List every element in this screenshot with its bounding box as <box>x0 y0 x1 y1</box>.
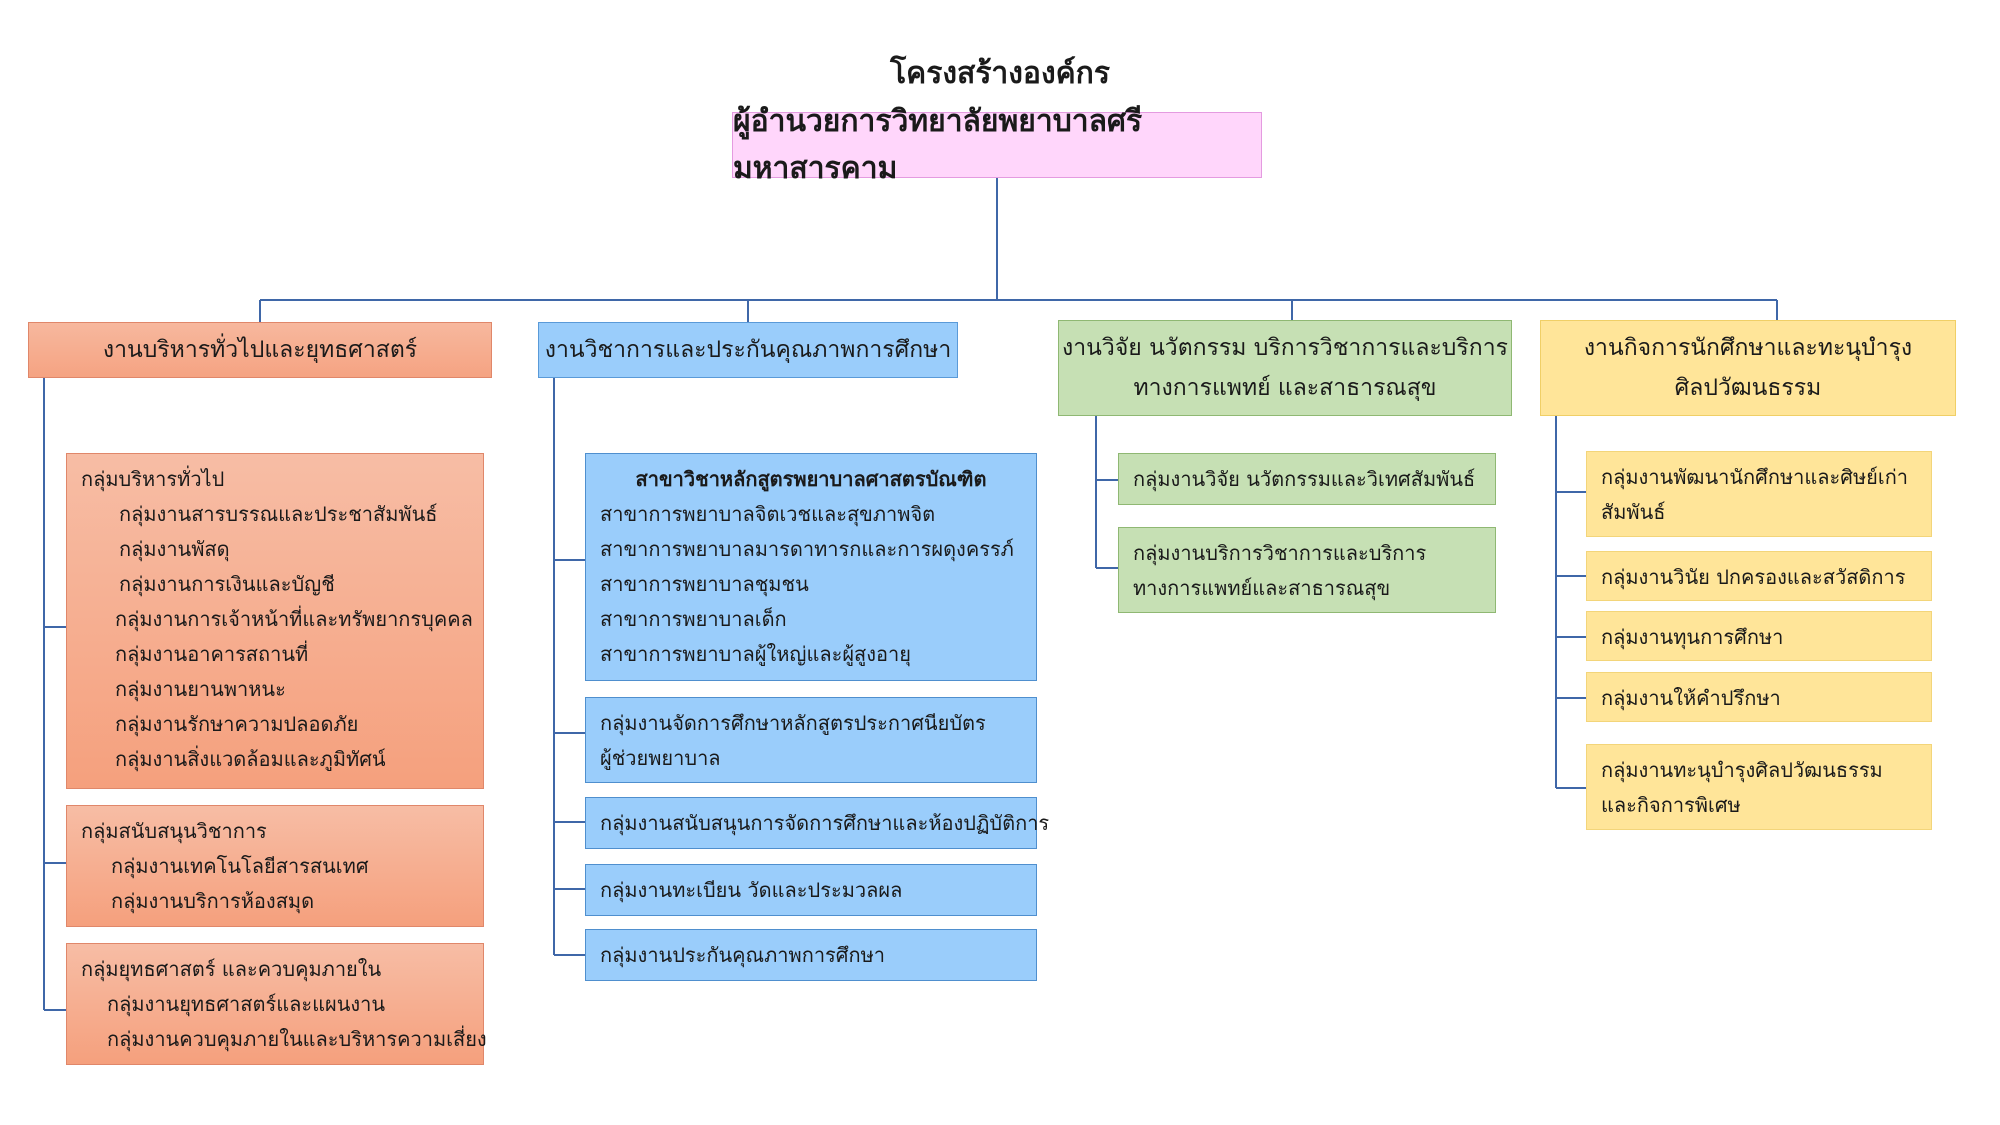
group-item: ผู้ช่วยพยาบาล <box>600 746 721 770</box>
group-item: กลุ่มงานบริการห้องสมุด <box>111 889 315 913</box>
group-item: กลุ่มงานพัสดุ <box>119 537 230 561</box>
group-item: กลุ่มงานยุทธศาสตร์และแผนงาน <box>107 992 386 1016</box>
group-item: สัมพันธ์ <box>1601 500 1666 524</box>
group-item: กลุ่มงานวิจัย นวัตกรรมและวิเทศสัมพันธ์ <box>1133 467 1476 491</box>
group-general-admin: กลุ่มบริหารทั่วไป กลุ่มงานสารบรรณและประช… <box>66 453 484 789</box>
group-item: กลุ่มงานสนับสนุนการจัดการศึกษาและห้องปฏิ… <box>600 811 1050 835</box>
group-item: กลุ่มงานสารบรรณและประชาสัมพันธ์ <box>119 502 438 526</box>
group-quality-assurance: กลุ่มงานประกันคุณภาพการศึกษา <box>585 929 1037 981</box>
group-item: กลุ่มงานควบคุมภายในและบริหารความเสี่ยง <box>107 1027 487 1051</box>
group-item: กลุ่มงานเทคโนโลยีสารสนเทศ <box>111 854 369 878</box>
group-item: สาขาการพยาบาลมารดาทารกและการผดุงครรภ์ <box>600 537 1014 561</box>
group-strategy: กลุ่มยุทธศาสตร์ และควบคุมภายใน กลุ่มงานย… <box>66 943 487 1065</box>
group-scholarship: กลุ่มงานทุนการศึกษา <box>1586 611 1932 661</box>
group-academic-service: กลุ่มงานบริการวิชาการและบริการ ทางการแพท… <box>1118 527 1496 613</box>
group-item: สาขาการพยาบาลเด็ก <box>600 607 787 631</box>
group-item: กลุ่มงานทะนุบำรุงศิลปวัฒนธรรม <box>1601 758 1883 782</box>
group-nursing-program: สาขาวิชาหลักสูตรพยาบาลศาสตรบัณฑิต สาขากา… <box>585 453 1037 681</box>
dept-student-affairs: งานกิจการนักศึกษาและทะนุบำรุง ศิลปวัฒนธร… <box>1540 320 1956 416</box>
page-title: โครงสร้างองค์กร <box>890 56 1110 91</box>
group-item: กลุ่มงานจัดการศึกษาหลักสูตรประกาศนียบัตร <box>600 711 986 735</box>
group-item: กลุ่มงานการเจ้าหน้าที่และทรัพยากรบุคคล <box>115 607 473 631</box>
group-counseling: กลุ่มงานให้คำปรึกษา <box>1586 672 1932 722</box>
root-box-director: ผู้อำนวยการวิทยาลัยพยาบาลศรีมหาสารคาม <box>732 104 1262 186</box>
group-assistant-nurse-program: กลุ่มงานจัดการศึกษาหลักสูตรประกาศนียบัตร… <box>585 697 1037 783</box>
group-student-development: กลุ่มงานพัฒนานักศึกษาและศิษย์เก่า สัมพัน… <box>1586 451 1932 537</box>
group-item: กลุ่มงานพัฒนานักศึกษาและศิษย์เก่า <box>1601 465 1909 489</box>
group-title: กลุ่มสนับสนุนวิชาการ <box>81 819 267 843</box>
group-item: สาขาการพยาบาลจิตเวชและสุขภาพจิต <box>600 502 936 526</box>
group-item: กลุ่มงานวินัย ปกครองและสวัสดิการ <box>1601 565 1906 589</box>
group-title: กลุ่มบริหารทั่วไป <box>81 467 225 491</box>
dept-academic: งานวิชาการและประกันคุณภาพการศึกษา <box>538 322 958 378</box>
group-item: สาขาการพยาบาลชุมชน <box>600 572 809 596</box>
group-academic-support: กลุ่มสนับสนุนวิชาการ กลุ่มงานเทคโนโลยีสา… <box>66 805 484 927</box>
group-item: กลุ่มงานทะเบียน วัดและประมวลผล <box>600 878 903 902</box>
group-item: สาขาการพยาบาลผู้ใหญ่และผู้สูงอายุ <box>600 642 911 666</box>
group-education-support: กลุ่มงานสนับสนุนการจัดการศึกษาและห้องปฏิ… <box>585 797 1050 849</box>
group-item: กลุ่มงานอาคารสถานที่ <box>115 642 309 666</box>
group-item: กลุ่มงานยานพาหนะ <box>115 677 286 701</box>
group-item: กลุ่มงานประกันคุณภาพการศึกษา <box>600 943 886 967</box>
group-item: ทางการแพทย์และสาธารณสุข <box>1133 576 1391 600</box>
group-research-innovation: กลุ่มงานวิจัย นวัตกรรมและวิเทศสัมพันธ์ <box>1118 453 1496 505</box>
group-arts-culture: กลุ่มงานทะนุบำรุงศิลปวัฒนธรรม และกิจการพ… <box>1586 744 1932 830</box>
group-discipline-welfare: กลุ่มงานวินัย ปกครองและสวัสดิการ <box>1586 551 1932 601</box>
group-item: กลุ่มงานรักษาความปลอดภัย <box>115 712 359 736</box>
group-item: กลุ่มงานบริการวิชาการและบริการ <box>1133 541 1427 565</box>
dept-research-line: ทางการแพทย์ และสาธารณสุข <box>1133 375 1437 401</box>
group-item: กลุ่มงานทุนการศึกษา <box>1601 625 1784 649</box>
dept-student-line: งานกิจการนักศึกษาและทะนุบำรุง <box>1583 335 1913 361</box>
group-title: กลุ่มยุทธศาสตร์ และควบคุมภายใน <box>81 957 382 981</box>
group-item: และกิจการพิเศษ <box>1601 793 1741 817</box>
group-item: กลุ่มงานสิ่งแวดล้อมและภูมิทัศน์ <box>115 747 386 771</box>
dept-general-admin: งานบริหารทั่วไปและยุทธศาสตร์ <box>28 322 492 378</box>
dept-research-line: งานวิจัย นวัตกรรม บริการวิชาการและบริการ <box>1062 335 1508 361</box>
group-title: สาขาวิชาหลักสูตรพยาบาลศาสตรบัณฑิต <box>635 467 987 491</box>
group-item: กลุ่มงานให้คำปรึกษา <box>1601 686 1781 710</box>
dept-research: งานวิจัย นวัตกรรม บริการวิชาการและบริการ… <box>1058 320 1512 416</box>
group-registration: กลุ่มงานทะเบียน วัดและประมวลผล <box>585 864 1037 916</box>
dept-student-line: ศิลปวัฒนธรรม <box>1674 375 1822 401</box>
group-item: กลุ่มงานการเงินและบัญชี <box>119 572 335 596</box>
